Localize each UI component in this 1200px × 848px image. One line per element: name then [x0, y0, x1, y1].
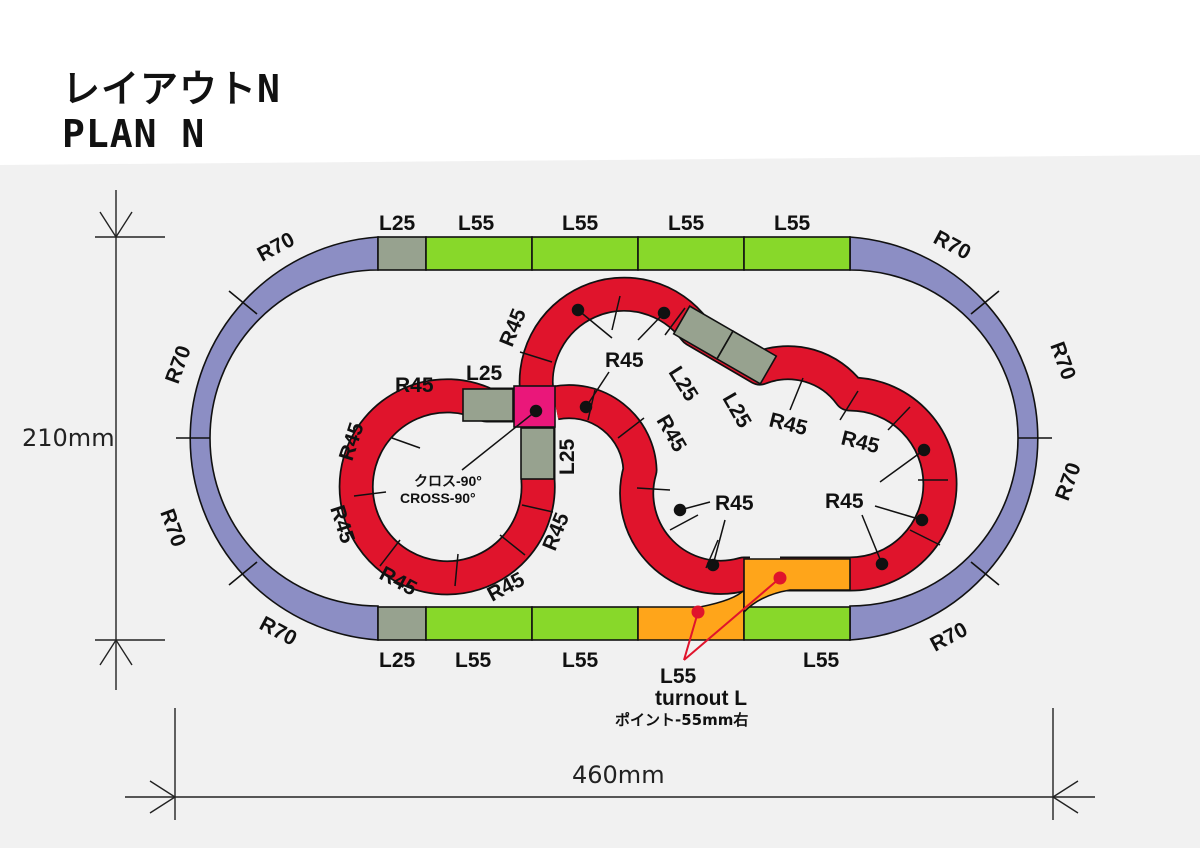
label-r45-right-loop-center: R45: [825, 490, 864, 513]
label-l55-top-3: L55: [668, 212, 705, 235]
l25-inner-vertical: [520, 427, 555, 480]
plan-title-japanese: レイアウトN: [62, 67, 281, 111]
width-dimension: 460mm: [572, 761, 665, 789]
l25-bottom: [377, 606, 427, 641]
crossing-label-japanese: クロス-90°: [414, 473, 482, 489]
turnout-diverge: [743, 558, 851, 615]
l55-bottom-3: [743, 606, 851, 641]
dimension-lines: [95, 190, 1095, 820]
label-l55-bottom-3: L55: [803, 649, 840, 672]
l55-bottom-1: [425, 606, 533, 641]
plan-title-english: PLAN N: [62, 112, 206, 156]
l25-inner-diag-2: [715, 330, 778, 385]
turnout-label-english: turnout L: [655, 687, 747, 710]
turnout-label-name: L55: [660, 665, 697, 688]
outer-loop: [176, 236, 1052, 641]
label-l25-top: L25: [379, 212, 416, 235]
label-l55-top-2: L55: [562, 212, 599, 235]
label-r45-s-lower: R45: [715, 492, 754, 515]
label-l55-bottom-2: L55: [562, 649, 599, 672]
l55-top-1: [425, 236, 533, 271]
crossing-label-english: CROSS-90°: [400, 490, 476, 506]
turnout-pointers: [683, 571, 787, 661]
label-l25-inner-vertical: L25: [556, 438, 579, 475]
baseboard: [0, 155, 1200, 848]
label-l55-bottom-1: L55: [455, 649, 492, 672]
l55-bottom-2: [531, 606, 639, 641]
label-pointers: [461, 303, 931, 572]
label-r45-hill-center: R45: [605, 349, 644, 372]
label-r45-loop-top: R45: [395, 374, 434, 397]
label-l55-top-1: L55: [458, 212, 495, 235]
label-l55-top-4: L55: [774, 212, 811, 235]
l25-top: [377, 236, 427, 271]
turnout-label-japanese: ポイント-55mm右: [615, 711, 748, 729]
height-dimension: 210mm: [22, 424, 115, 452]
label-l25-bottom: L25: [379, 649, 416, 672]
label-l25-inner-horizontal: L25: [466, 362, 503, 385]
l55-top-3: [637, 236, 745, 271]
r45-dividers: [353, 295, 948, 587]
l55-top-4: [743, 236, 851, 271]
l55-top-2: [531, 236, 639, 271]
l25-inner-horizontal: [462, 388, 514, 422]
inner-track: [338, 276, 958, 596]
